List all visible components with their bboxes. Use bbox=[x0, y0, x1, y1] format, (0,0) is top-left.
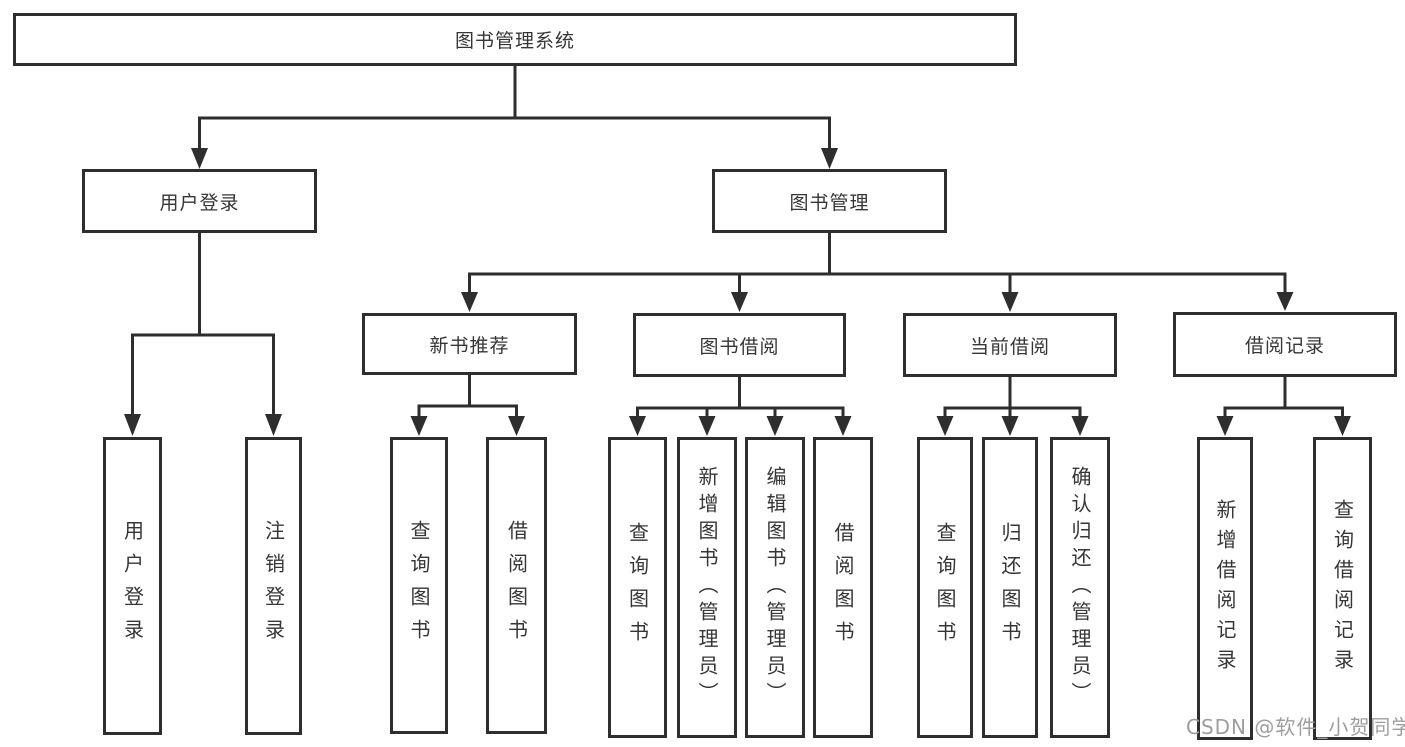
leaf-confirm-return-admin: 确认归还（管理员） bbox=[1050, 437, 1110, 738]
leaf-user-login: 用户登录 bbox=[103, 437, 162, 735]
leaf-query-borrow-record-label: 查询借阅记录 bbox=[1330, 498, 1355, 679]
leaf-add-books-admin: 新增图书（管理员） bbox=[677, 437, 737, 738]
leaf-edit-books-admin-label: 编辑图书（管理员） bbox=[763, 466, 787, 709]
connector-root-to-level2 bbox=[191, 66, 838, 169]
leaf-edit-books-admin: 编辑图书（管理员） bbox=[745, 437, 805, 738]
leaf-query-borrow-record: 查询借阅记录 bbox=[1313, 437, 1372, 740]
node-user-login: 用户登录 bbox=[82, 169, 317, 233]
connector-current-borrow-children bbox=[936, 376, 1089, 436]
node-book-mgmt: 图书管理 bbox=[712, 169, 947, 233]
leaf-confirm-return-admin-label: 确认归还（管理员） bbox=[1068, 466, 1092, 709]
leaf-logout-label: 注销登录 bbox=[261, 520, 286, 652]
leaf-query-books-1-label: 查询图书 bbox=[407, 519, 431, 652]
node-root: 图书管理系统 bbox=[13, 13, 1017, 66]
leaf-query-books-1: 查询图书 bbox=[390, 437, 448, 734]
leaf-borrow-books-2: 借阅图书 bbox=[813, 437, 873, 738]
node-book-borrow-label: 图书借阅 bbox=[699, 335, 780, 358]
connector-user-login-children bbox=[124, 231, 282, 436]
leaf-query-books-2-label: 查询图书 bbox=[625, 521, 650, 654]
leaf-add-books-admin-label: 新增图书（管理员） bbox=[695, 466, 719, 709]
node-current-borrow-label: 当前借阅 bbox=[969, 335, 1050, 358]
leaf-query-books-3: 查询图书 bbox=[917, 437, 973, 738]
node-borrow-records: 借阅记录 bbox=[1173, 312, 1397, 377]
node-current-borrow: 当前借阅 bbox=[903, 313, 1117, 377]
leaf-query-books-3-label: 查询图书 bbox=[933, 521, 957, 654]
leaf-return-books-label: 归还图书 bbox=[998, 521, 1022, 654]
leaf-query-books-2: 查询图书 bbox=[608, 437, 667, 738]
connector-book-mgmt-children bbox=[461, 231, 1294, 312]
leaf-user-login-label: 用户登录 bbox=[120, 520, 145, 652]
connector-borrow-records-children bbox=[1216, 376, 1351, 436]
node-borrow-records-label: 借阅记录 bbox=[1244, 335, 1325, 357]
node-book-mgmt-label: 图书管理 bbox=[789, 191, 870, 214]
leaf-borrow-books-1-label: 借阅图书 bbox=[504, 519, 529, 652]
connector-book-borrow-children bbox=[629, 376, 852, 436]
leaf-borrow-books-2-label: 借阅图书 bbox=[831, 521, 855, 654]
node-new-book-rec-label: 新书推荐 bbox=[429, 334, 510, 357]
leaf-add-borrow-record-label: 新增借阅记录 bbox=[1213, 498, 1237, 679]
leaf-borrow-books-1: 借阅图书 bbox=[486, 437, 547, 734]
node-user-login-label: 用户登录 bbox=[159, 191, 240, 214]
node-book-borrow: 图书借阅 bbox=[633, 313, 846, 377]
leaf-return-books: 归还图书 bbox=[982, 437, 1038, 738]
leaf-logout: 注销登录 bbox=[245, 437, 302, 735]
node-root-label: 图书管理系统 bbox=[454, 30, 575, 52]
connector-new-book-rec-children bbox=[410, 374, 525, 436]
node-new-book-rec: 新书推荐 bbox=[362, 313, 577, 375]
leaf-add-borrow-record: 新增借阅记录 bbox=[1197, 437, 1253, 740]
csdn-watermark: CSDN @软件_小贺同学 bbox=[1186, 715, 1405, 739]
